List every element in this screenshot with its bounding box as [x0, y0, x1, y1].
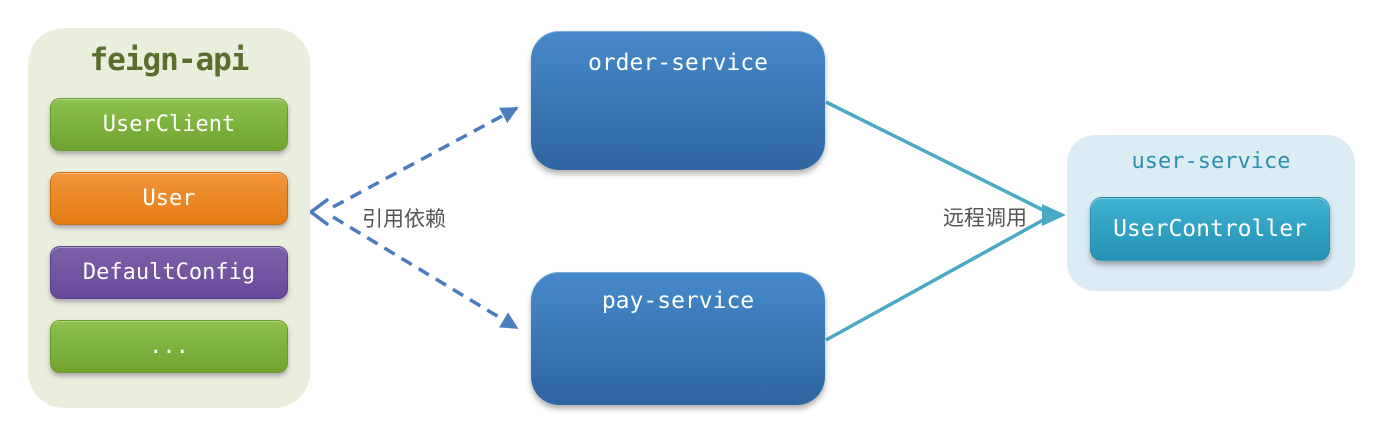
remote-call-edge-label: 远程调用 [943, 206, 1027, 230]
feign-api-title: feign-api [89, 42, 250, 78]
node-user: User [50, 172, 288, 225]
user-service-title: user-service [1131, 149, 1291, 174]
user-service-group: user-service UserController [1067, 135, 1355, 291]
node-defaultconfig: DefaultConfig [50, 246, 288, 299]
remote-call-arrowhead-icon [1042, 204, 1066, 226]
node-usercontroller: UserController [1090, 197, 1330, 261]
node-ellipsis: ... [50, 320, 288, 373]
dependency-edge-label: 引用依赖 [362, 207, 446, 231]
remote-call-edge-pay [825, 217, 1046, 342]
feign-api-items: UserClient User DefaultConfig ... [50, 98, 288, 373]
dependency-edge-order [332, 106, 519, 209]
dependency-edge-pay [332, 215, 519, 330]
feign-api-group: feign-api UserClient User DefaultConfig … [28, 28, 310, 408]
node-userclient: UserClient [50, 98, 288, 151]
remote-call-edge-order [825, 100, 1046, 213]
node-order-service: order-service [531, 31, 825, 170]
dependency-arrowhead-icon [309, 198, 329, 226]
node-pay-service: pay-service [531, 272, 825, 405]
